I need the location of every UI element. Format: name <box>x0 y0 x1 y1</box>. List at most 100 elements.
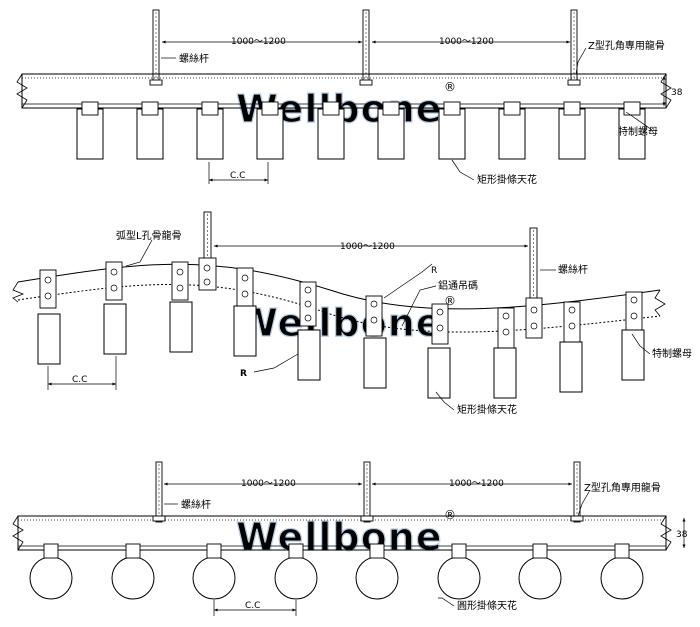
hanger-clip <box>105 261 123 301</box>
rectangular-baffle <box>377 108 405 160</box>
special-nut <box>382 101 400 116</box>
special-nut <box>614 543 630 559</box>
registered-mark-bottom: ® <box>444 508 456 522</box>
dimension-lines-top <box>161 40 666 184</box>
special-nut <box>532 543 548 559</box>
panel-top-labels: 1000～1200 1000～1200 螺絲杆 Z型孔角專用龍骨 特制螺母 矩形… <box>179 37 683 186</box>
round-baffle <box>192 556 236 600</box>
round-baffle-clips <box>43 543 630 559</box>
hanger-clip <box>236 267 254 307</box>
special-nut <box>141 101 159 116</box>
rectangular-baffle <box>363 337 387 389</box>
rectangular-baffle <box>493 347 517 399</box>
label-cc: C.C <box>245 601 260 611</box>
round-baffle <box>437 556 481 600</box>
rectangular-baffle <box>558 108 586 160</box>
label-threaded-rod: 螺絲杆 <box>181 498 211 511</box>
special-nut <box>288 543 304 559</box>
hanger-clip <box>525 297 543 339</box>
special-nut <box>623 101 641 116</box>
round-baffle <box>29 556 73 600</box>
panel-middle-curved-baffle <box>12 211 666 411</box>
watermark-group: Wellbone Wellbone Wellbone ® ® ® <box>235 80 456 560</box>
rectangular-baffle <box>136 108 164 160</box>
hanger-clip <box>365 295 383 337</box>
hanger-clip <box>171 261 189 301</box>
rod-nut <box>359 79 373 86</box>
special-nut <box>369 543 385 559</box>
label-threaded-rod: 螺絲杆 <box>179 52 209 65</box>
curved-keel-bottom <box>17 284 661 333</box>
dim-height: 38 <box>676 530 688 540</box>
hanger-clip <box>39 269 57 309</box>
clip-holes <box>44 264 638 336</box>
break-mark-left <box>12 281 25 303</box>
round-baffle <box>518 556 562 600</box>
special-nut <box>443 101 461 116</box>
threaded-rods <box>152 461 584 523</box>
special-nut <box>261 101 279 116</box>
rod-nut <box>567 79 581 86</box>
break-mark-left <box>16 73 28 109</box>
threaded-rod <box>155 461 163 523</box>
hanger-clips <box>39 257 643 349</box>
label-round-baffle: 圓形掛條天花 <box>457 599 517 612</box>
rectangular-baffle <box>76 108 104 160</box>
special-nuts <box>81 101 641 116</box>
rectangular-baffle <box>37 313 61 365</box>
special-nut <box>43 543 59 559</box>
special-nut <box>125 543 141 559</box>
label-threaded-rod: 螺絲杆 <box>558 263 588 276</box>
threaded-rod <box>363 461 371 523</box>
panel-middle-labels: 1000～1200 弧型L孔骨龍骨 螺絲杆 鋁通吊碼 R R 特制螺母 矩形掛條… <box>72 229 692 416</box>
rectangular-baffle <box>618 108 646 160</box>
dimension-lines-middle <box>47 239 651 411</box>
rectangular-baffles <box>76 108 646 160</box>
label-cc: C.C <box>230 171 245 181</box>
special-nut <box>201 101 219 116</box>
label-z-keel: Z型孔角專用龍骨 <box>584 481 661 494</box>
dim-spacing-1: 1000～1200 <box>231 37 286 47</box>
panel-top-rectangular-baffle <box>16 9 672 184</box>
label-curved-keel: 弧型L孔骨龍骨 <box>116 229 182 242</box>
round-baffles <box>29 556 644 600</box>
round-baffle <box>355 556 399 600</box>
label-special-nut: 特制螺母 <box>618 125 658 138</box>
break-mark-right <box>660 515 672 551</box>
special-nut <box>451 543 467 559</box>
label-radius: R <box>240 369 247 379</box>
rectangular-baffle <box>297 329 321 381</box>
watermark-bottom: Wellbone <box>236 515 443 559</box>
rectangular-baffle <box>256 108 284 160</box>
rectangular-baffle <box>169 301 193 353</box>
rectangular-baffle <box>498 108 526 160</box>
threaded-rod <box>573 461 581 523</box>
rod-nut <box>149 79 163 86</box>
threaded-rods <box>149 9 581 86</box>
rectangular-baffle <box>438 108 466 160</box>
dim-spacing-2: 1000～1200 <box>449 479 504 489</box>
label-special-nut: 特制螺母 <box>652 347 692 360</box>
special-nut <box>503 101 521 116</box>
panel-bottom-round-baffle <box>12 461 686 616</box>
rectangular-baffle <box>427 347 451 399</box>
label-z-keel: Z型孔角專用龍骨 <box>588 39 665 52</box>
label-radius-small: R <box>431 266 437 276</box>
special-nut <box>81 101 99 116</box>
break-mark-left <box>12 515 24 551</box>
break-mark-right <box>654 289 666 317</box>
watermark-middle: Wellbone <box>236 301 443 345</box>
round-baffle <box>111 556 155 600</box>
hanger-clip <box>431 303 449 345</box>
special-nut <box>206 543 222 559</box>
rectangular-baffle <box>559 341 583 393</box>
registered-mark-top: ® <box>444 80 456 94</box>
dimension-lines-bottom <box>164 482 686 616</box>
rectangular-baffle <box>196 108 224 160</box>
round-baffle <box>600 556 644 600</box>
hanger-clip <box>198 257 217 291</box>
rectangular-baffle <box>317 108 345 160</box>
dim-spacing-1: 1000～1200 <box>241 479 296 489</box>
panel-bottom-labels: 1000～1200 1000～1200 螺絲杆 Z型孔角專用龍骨 圓形掛條天花 … <box>181 479 688 612</box>
